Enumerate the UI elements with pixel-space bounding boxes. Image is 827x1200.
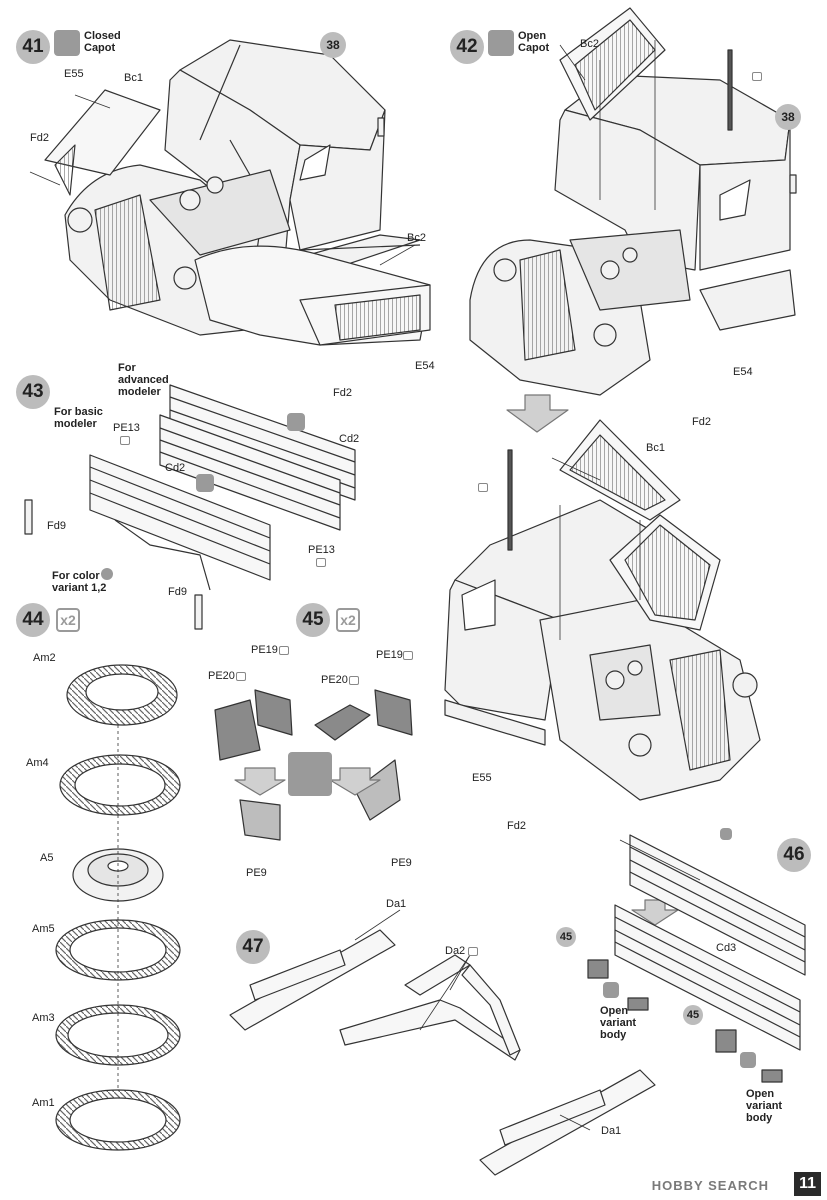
for-advanced-modeler-note: For advanced modeler <box>118 362 169 398</box>
photo-etch-icon <box>120 436 130 445</box>
step46-part-cd3: Cd3 <box>716 942 737 954</box>
step42-part-e54: E54 <box>733 366 753 378</box>
step41-cab-drawing <box>44 39 431 346</box>
photo-etch-icon <box>279 646 289 655</box>
step45-part-pe20-right: PE20 <box>321 674 348 686</box>
step46-panels-drawing <box>587 834 806 1083</box>
photo-etch-icon <box>316 558 326 567</box>
for-color-variant-note: For color variant 1,2 <box>52 570 107 594</box>
color-variant-icon <box>101 568 113 580</box>
open-capot-icon <box>488 30 514 56</box>
advanced-modeler-icon <box>287 413 305 431</box>
photo-etch-icon <box>349 676 359 685</box>
photo-etch-icon <box>752 72 762 81</box>
closed-capot-icon <box>54 30 80 56</box>
step45-part-pe9-left: PE9 <box>246 867 267 879</box>
step41-part-bc1: Bc1 <box>124 72 143 84</box>
step-41-label: Closed Capot <box>84 30 121 54</box>
step43-part-pe13-top: PE13 <box>113 422 140 434</box>
step-number-47: 47 <box>236 930 270 964</box>
step45-part-pe19-left: PE19 <box>251 644 278 656</box>
basic-modeler-icon <box>196 474 214 492</box>
step-42-label: Open Capot <box>518 30 550 54</box>
step42-part-bc1: Bc1 <box>646 442 665 454</box>
step45-brackets-drawing <box>214 689 413 841</box>
step42-part-fd2-bottom: Fd2 <box>507 820 526 832</box>
step41-part-bc2: Bc2 <box>407 232 426 244</box>
step44-part-am4: Am4 <box>26 757 49 769</box>
step-44-multiplier: x2 <box>56 608 80 632</box>
step42-part-fd2-top: Fd2 <box>692 416 711 428</box>
capot-variant-icon <box>288 752 332 796</box>
open-variant-icon <box>740 1052 756 1068</box>
step41-ref-38: 38 <box>320 32 346 58</box>
step42-cab-drawing <box>469 7 797 396</box>
advanced-modeler-icon <box>720 828 732 840</box>
step41-part-fd2-bottom: Fd2 <box>333 387 352 399</box>
photo-etch-icon <box>236 672 246 681</box>
step41-part-fd2-left: Fd2 <box>30 132 49 144</box>
step44-part-am1: Am1 <box>32 1097 55 1109</box>
step44-part-am3: Am3 <box>32 1012 55 1024</box>
step-number-42: 42 <box>450 30 484 64</box>
step46-ref-45-top: 45 <box>556 927 576 947</box>
step42-part-e55: E55 <box>472 772 492 784</box>
step-number-44: 44 <box>16 603 50 637</box>
step-number-43: 43 <box>16 375 50 409</box>
step-number-45: 45 <box>296 603 330 637</box>
step45-part-pe19-right: PE19 <box>376 649 403 661</box>
step41-part-e55: E55 <box>64 68 84 80</box>
for-basic-modeler-note: For basic modeler <box>54 406 103 430</box>
page-number: 11 <box>794 1172 821 1196</box>
photo-etch-icon <box>403 651 413 660</box>
step42-ref-38: 38 <box>775 104 801 130</box>
step47-chassis-drawing <box>229 929 656 1176</box>
step46-ref-45-bottom: 45 <box>683 1005 703 1025</box>
photo-etch-icon <box>478 483 488 492</box>
step44-part-a5: A5 <box>40 852 54 864</box>
step47-part-da2: Da2 <box>445 945 466 957</box>
step44-part-am2: Am2 <box>33 652 56 664</box>
step44-part-am5: Am5 <box>32 923 55 935</box>
step-number-46: 46 <box>777 838 811 872</box>
step-45-multiplier: x2 <box>336 608 360 632</box>
step43-part-cd2-left: Cd2 <box>165 462 186 474</box>
step47-part-da1-top: Da1 <box>386 898 407 910</box>
step42-part-bc2: Bc2 <box>580 38 599 50</box>
step43-part-pe13-bottom: PE13 <box>308 544 335 556</box>
step47-part-da1-bottom: Da1 <box>601 1125 622 1137</box>
step43-part-fd9-bottom: Fd9 <box>168 586 187 598</box>
multiplier-x2-icon <box>468 947 478 956</box>
step42-assembled-drawing <box>444 419 761 801</box>
open-variant-body-note-2: Open variant body <box>746 1088 783 1124</box>
hobby-search-watermark: HOBBY SEARCH <box>651 1178 769 1193</box>
open-variant-body-note-1: Open variant body <box>600 1005 637 1041</box>
step-number-41: 41 <box>16 30 50 64</box>
step44-wheel-drawing <box>55 664 181 1151</box>
open-variant-icon <box>603 982 619 998</box>
step41-part-e54: E54 <box>415 360 435 372</box>
step43-part-cd2-right: Cd2 <box>339 433 360 445</box>
step45-part-pe9-right: PE9 <box>391 857 412 869</box>
step43-panels-drawing <box>24 384 356 630</box>
step43-part-fd9-left: Fd9 <box>47 520 66 532</box>
step45-part-pe20-left: PE20 <box>208 670 235 682</box>
